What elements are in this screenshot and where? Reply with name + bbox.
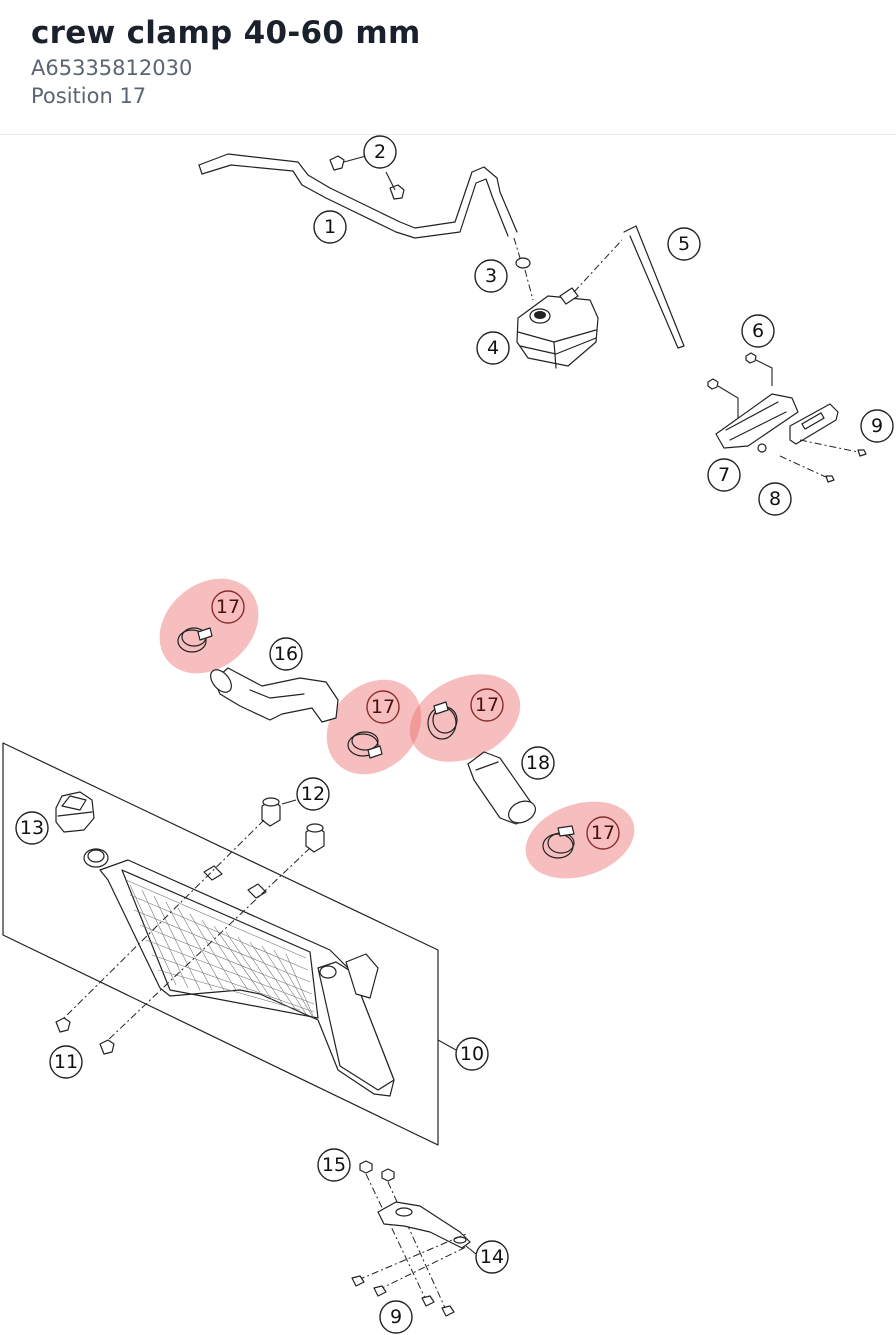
callout-17d[interactable]: 17 [586,816,620,850]
svg-text:13: 13 [20,817,44,839]
part-17-clamps [177,627,575,859]
callout-9-lower[interactable]: 9 [379,1300,413,1334]
part-position: Position 17 [31,84,147,108]
part-1-hose [198,153,518,239]
svg-text:18: 18 [526,752,550,774]
svg-text:17: 17 [371,696,395,718]
highlight-blob-17a[interactable] [141,559,278,693]
part-number: A65335812030 [31,56,193,80]
part-4-tank [516,287,599,369]
svg-text:5: 5 [678,233,690,255]
callout-17a[interactable]: 17 [211,590,245,624]
part-header: crew clamp 40-60 mm A65335812030 Positio… [0,0,896,135]
callout-11[interactable]: 11 [49,1045,83,1079]
part-11-screws [55,819,311,1055]
svg-text:12: 12 [301,783,325,805]
highlight-blob-17d[interactable] [516,788,645,891]
callout-6[interactable]: 6 [741,314,775,348]
part-2-clips [329,155,405,200]
svg-text:17: 17 [216,596,240,618]
callout-14[interactable]: 14 [475,1240,509,1274]
part-title: crew clamp 40-60 mm [31,15,421,51]
part-6-9-bracket [707,352,867,483]
svg-text:9: 9 [390,1306,402,1328]
callout-9-upper[interactable]: 9 [860,409,894,443]
part-3-cap [513,237,534,301]
callout-15[interactable]: 15 [317,1148,351,1182]
callout-2[interactable]: 2 [363,135,397,169]
svg-text:4: 4 [487,337,499,359]
part-16-hose [210,667,339,723]
callout-18[interactable]: 18 [521,746,555,780]
part-10-radiator [2,742,457,1146]
svg-text:6: 6 [752,320,764,342]
svg-text:10: 10 [460,1043,484,1065]
callout-10[interactable]: 10 [455,1037,489,1071]
callout-7[interactable]: 7 [707,458,741,492]
part-12-mounts [261,797,325,853]
callout-8[interactable]: 8 [758,482,792,516]
svg-text:17: 17 [591,822,615,844]
callout-12[interactable]: 12 [296,777,330,811]
svg-text:3: 3 [485,265,497,287]
svg-text:7: 7 [718,464,730,486]
callout-17c[interactable]: 17 [470,688,504,722]
part-18-hose [467,751,536,825]
svg-text:17: 17 [475,694,499,716]
callout-1[interactable]: 1 [313,210,347,244]
highlight-blob-17c[interactable] [396,657,535,779]
part-13-cap [55,791,95,833]
svg-text:11: 11 [54,1051,78,1073]
callout-17b[interactable]: 17 [366,690,400,724]
part-14-15-bracket [351,1160,477,1317]
callout-4[interactable]: 4 [476,331,510,365]
svg-text:16: 16 [274,643,298,665]
svg-text:14: 14 [480,1246,504,1268]
callout-5[interactable]: 5 [667,227,701,261]
callout-3[interactable]: 3 [474,259,508,293]
svg-text:9: 9 [871,415,883,437]
callout-16[interactable]: 16 [269,637,303,671]
part-5-pipe [573,225,685,349]
svg-text:8: 8 [769,488,781,510]
svg-text:2: 2 [374,141,386,163]
svg-text:1: 1 [324,216,336,238]
callout-13[interactable]: 13 [15,811,49,845]
svg-text:15: 15 [322,1154,346,1176]
